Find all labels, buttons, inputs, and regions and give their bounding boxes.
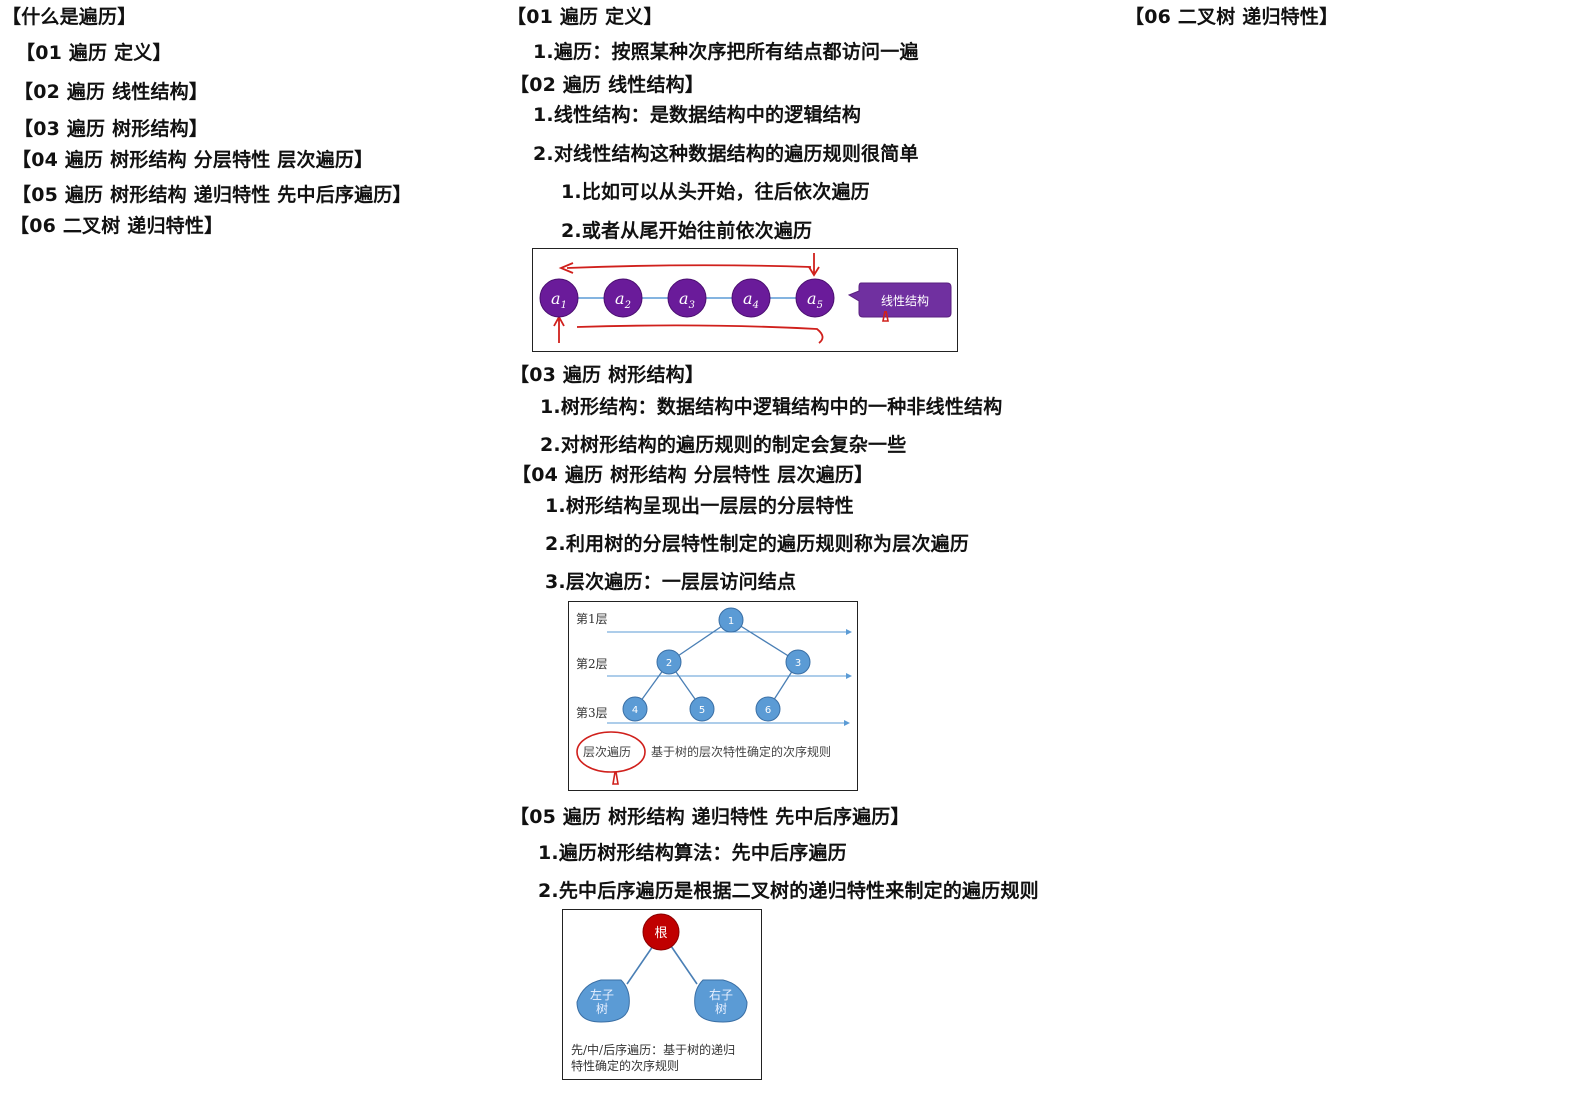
level-label-1: 第1层	[576, 612, 608, 626]
svg-text:a2: a2	[615, 289, 631, 311]
s04-title[interactable]: 【04 遍历 树形结构 分层特性 层次遍历】	[512, 464, 874, 486]
svg-text:1: 1	[728, 616, 734, 627]
circle-mark	[612, 771, 619, 785]
s05-p2: 2.先中后序遍历是根据二叉树的递归特性来制定的遍历规则	[538, 880, 1039, 902]
linear-node-2: a2	[603, 278, 643, 318]
s01-p1: 1.遍历：按照某种次序把所有结点都访问一遍	[533, 41, 919, 63]
right-subtree: 右子 树	[694, 979, 748, 1023]
outline-item-03[interactable]: 【03 遍历 树形结构】	[14, 118, 209, 140]
left-subtree: 左子 树	[576, 979, 630, 1023]
s06-title[interactable]: 【06 二叉树 递归特性】	[1125, 6, 1339, 28]
recursive-tree-figure: 根 左子 树 右子 树 先/中/后序遍历：基于树的递归 特性确定的次序规则	[562, 909, 762, 1080]
svg-text:2: 2	[666, 658, 672, 669]
recursive-caption-1: 先/中/后序遍历：基于树的递归	[571, 1042, 735, 1057]
outline-item-02[interactable]: 【02 遍历 线性结构】	[14, 81, 209, 103]
s05-title[interactable]: 【05 遍历 树形结构 递归特性 先中后序遍历】	[510, 806, 910, 828]
s03-title[interactable]: 【03 遍历 树形结构】	[510, 364, 705, 386]
svg-text:左子: 左子	[590, 987, 614, 1002]
s02-p2b: 2.或者从尾开始往前依次遍历	[561, 220, 813, 242]
tree-node-2: 2	[656, 649, 682, 675]
circled-annotation	[576, 731, 646, 773]
svg-text:树: 树	[596, 1001, 608, 1016]
recursive-caption-2: 特性确定的次序规则	[571, 1058, 679, 1073]
tree-node-6: 6	[755, 696, 781, 722]
svg-text:5: 5	[699, 705, 705, 716]
level-order-svg: 第1层 第2层 第3层 1 2 3 4 5 6 层次遍历 基于树的层次特性确定的…	[576, 607, 852, 785]
linear-structure-svg: a1 a2 a3 a4 a5 线性结构	[539, 253, 952, 344]
edge-left	[626, 945, 654, 985]
svg-text:a4: a4	[743, 289, 759, 311]
linear-node-4: a4	[731, 278, 771, 318]
s04-p1: 1.树形结构呈现出一层层的分层特性	[545, 495, 854, 517]
reverse-arrow-line	[566, 264, 812, 269]
recursive-tree-svg: 根 左子 树 右子 树 先/中/后序遍历：基于树的递归 特性确定的次序规则	[571, 913, 748, 1073]
tree-node-4: 4	[622, 696, 648, 722]
s04-p3: 3.层次遍历：一层层访问结点	[545, 571, 797, 593]
svg-text:线性结构: 线性结构	[881, 293, 929, 308]
tree-node-1: 1	[718, 607, 744, 633]
svg-text:6: 6	[765, 705, 771, 716]
reverse-arrow-head	[558, 262, 574, 274]
linear-node-3: a3	[667, 278, 707, 318]
outline-item-01[interactable]: 【01 遍历 定义】	[16, 42, 172, 64]
s02-title[interactable]: 【02 遍历 线性结构】	[510, 74, 705, 96]
forward-arrow-line	[576, 324, 824, 344]
linear-node-5: a5	[795, 278, 835, 318]
linear-structure-figure: a1 a2 a3 a4 a5 线性结构	[532, 248, 958, 352]
s03-p2: 2.对树形结构的遍历规则的制定会复杂一些	[540, 434, 907, 456]
svg-text:根: 根	[654, 926, 667, 941]
end-start-arrow	[808, 253, 820, 277]
linear-node-1: a1	[539, 278, 579, 318]
callout-mark	[882, 310, 889, 322]
level-label-2: 第2层	[576, 657, 608, 671]
s01-title[interactable]: 【01 遍历 定义】	[507, 6, 663, 28]
linear-structure-callout: 线性结构	[847, 282, 952, 318]
outline-item-05[interactable]: 【05 遍历 树形结构 递归特性 先中后序遍历】	[12, 184, 412, 206]
svg-text:右子: 右子	[709, 987, 733, 1002]
outline-item-06[interactable]: 【06 二叉树 递归特性】	[10, 215, 224, 237]
head-start-arrow	[553, 315, 565, 343]
edge-right	[670, 945, 698, 985]
level-label-3: 第3层	[576, 706, 608, 720]
svg-text:4: 4	[632, 705, 638, 716]
s04-p2: 2.利用树的分层特性制定的遍历规则称为层次遍历	[545, 533, 970, 555]
s02-p1: 1.线性结构：是数据结构中的逻辑结构	[533, 104, 862, 126]
s02-p2: 2.对线性结构这种数据结构的遍历规则很简单	[533, 143, 919, 165]
outline-item-04[interactable]: 【04 遍历 树形结构 分层特性 层次遍历】	[12, 149, 374, 171]
svg-text:树: 树	[715, 1001, 727, 1016]
svg-text:3: 3	[795, 658, 801, 669]
level-order-figure: 第1层 第2层 第3层 1 2 3 4 5 6 层次遍历 基于树的层次特性确定的…	[568, 601, 858, 791]
svg-text:a3: a3	[679, 289, 695, 311]
root-node: 根	[642, 913, 680, 951]
svg-text:a1: a1	[551, 289, 567, 311]
tree-node-5: 5	[689, 696, 715, 722]
level-caption: 基于树的层次特性确定的次序规则	[651, 744, 831, 759]
s03-p1: 1.树形结构：数据结构中逻辑结构中的一种非线性结构	[540, 396, 1003, 418]
level-caption-circled: 层次遍历	[583, 745, 631, 759]
svg-text:a5: a5	[807, 289, 823, 311]
outline-root[interactable]: 【什么是遍历】	[2, 6, 137, 28]
s02-p2a: 1.比如可以从头开始，往后依次遍历	[561, 181, 870, 203]
s05-p1: 1.遍历树形结构算法：先中后序遍历	[538, 842, 847, 864]
tree-node-3: 3	[785, 649, 811, 675]
